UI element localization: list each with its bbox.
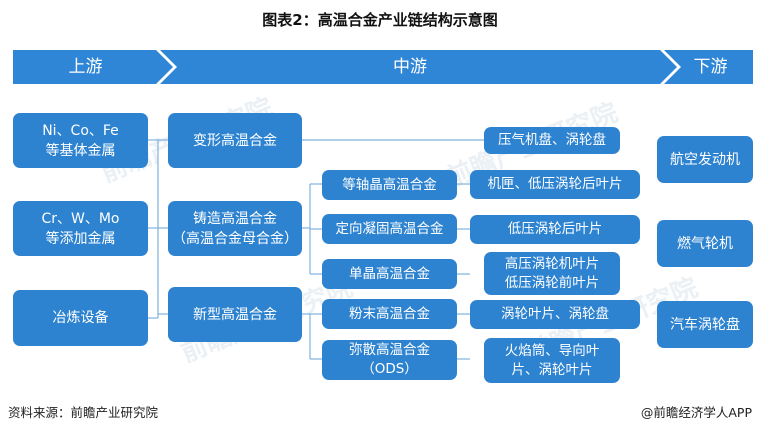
wrought-superalloy-box: 变形高温合金 bbox=[168, 113, 302, 168]
auto-turbine-disk-box: 汽车涡轮盘 bbox=[657, 301, 753, 348]
upstream-segment bbox=[13, 50, 173, 84]
directional-superalloy-box: 定向凝固高温合金 bbox=[322, 214, 457, 244]
stage-upstream-label: 上游 bbox=[68, 57, 103, 77]
equiaxed-superalloy-box: 等轴晶高温合金 bbox=[322, 170, 457, 200]
added-metals-box: Cr、W、Mo 等添加金属 bbox=[13, 201, 148, 256]
stage-arrow-bar bbox=[13, 50, 753, 84]
midstream-segment bbox=[160, 50, 677, 84]
downstream-segment bbox=[664, 50, 753, 84]
compressor-disk-product-box: 压气机盘、涡轮盘 bbox=[484, 127, 620, 154]
gas-turbine-box: 燃气轮机 bbox=[657, 220, 753, 267]
stage-midstream-label: 中游 bbox=[393, 57, 427, 77]
single-crystal-superalloy-box: 单晶高温合金 bbox=[322, 259, 457, 289]
page-title: 图表2：高温合金产业链结构示意图 bbox=[262, 11, 498, 29]
powder-superalloy-box: 粉末高温合金 bbox=[322, 299, 457, 329]
combustor-vane-product-box: 火焰筒、导向叶 片、涡轮叶片 bbox=[484, 338, 620, 383]
aero-engine-box: 航空发动机 bbox=[657, 136, 753, 183]
ods-superalloy-box: 弥散高温合金 （ODS） bbox=[322, 340, 457, 380]
credit-note: @前瞻经济学人APP bbox=[640, 405, 752, 420]
new-superalloy-box: 新型高温合金 bbox=[168, 287, 302, 342]
turbine-blade-disk-product-box: 涡轮叶片、涡轮盘 bbox=[470, 300, 640, 329]
stage-downstream-label: 下游 bbox=[693, 57, 728, 77]
source-note: 资料来源：前瞻产业研究院 bbox=[8, 405, 159, 420]
casing-blade-product-box: 机匣、低压涡轮后叶片 bbox=[470, 170, 640, 199]
cast-superalloy-box: 铸造高温合金 （高温合金母合金） bbox=[168, 201, 302, 256]
smelting-equipment-box: 冶炼设备 bbox=[13, 290, 148, 346]
hp-turbine-blade-product-box: 高压涡轮机叶片 低压涡轮前叶片 bbox=[484, 252, 620, 295]
lp-turbine-blade-product-box: 低压涡轮后叶片 bbox=[470, 215, 640, 244]
base-metals-box: Ni、Co、Fe 等基体金属 bbox=[13, 113, 148, 168]
